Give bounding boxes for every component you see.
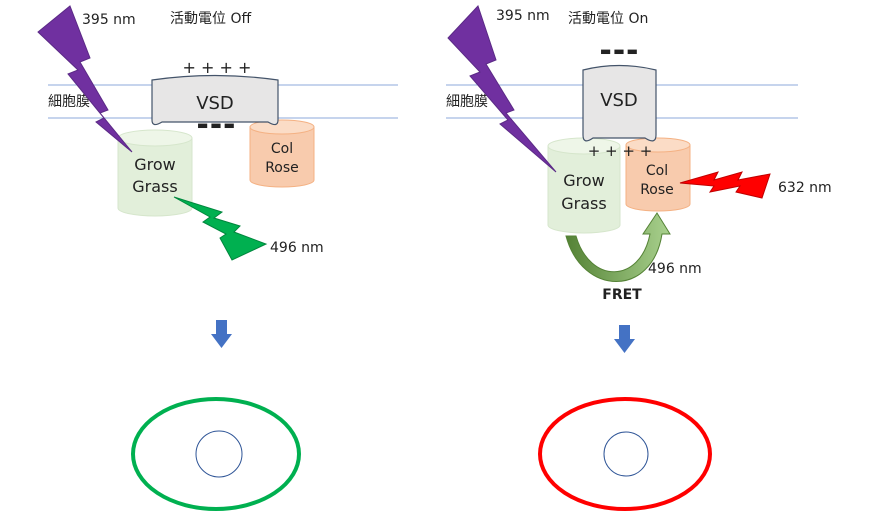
emission-bolt-icon (679, 171, 771, 199)
panel-title: 活動電位 Off (170, 11, 251, 27)
charge-bottom: + + + + (588, 142, 653, 160)
excitation-wavelength: 395 nm (496, 8, 550, 24)
fret-label: FRET (602, 287, 642, 303)
col-rose-cylinder: Col Rose (625, 137, 691, 212)
red-label-line2: Rose (265, 160, 299, 176)
red-label-line1: Col (271, 141, 293, 157)
cell-nucleus (195, 430, 243, 478)
charge-bottom: ▬▬▬ (197, 118, 237, 132)
cell-outline (538, 397, 712, 511)
cell-nucleus (603, 431, 649, 477)
red-label-line2: Rose (640, 182, 674, 198)
vsd-label: VSD (196, 93, 234, 114)
emission-wavelength: 632 nm (778, 180, 832, 196)
red-label-line1: Col (646, 163, 668, 179)
down-arrow-icon (614, 325, 635, 353)
membrane-label: 細胞膜 (48, 94, 90, 110)
vsd-domain: VSD (151, 74, 279, 126)
green-label-line1: Grow (563, 171, 605, 190)
charge-top: ▬▬▬ (600, 44, 640, 58)
panel-left: 細胞膜 活動電位 Off Grow Grass Col Rose VSD + +… (37, 5, 398, 511)
down-arrow-icon (211, 320, 232, 348)
excitation-bolt-icon (37, 5, 133, 153)
vsd-label: VSD (600, 90, 638, 111)
green-label-line2: Grass (132, 177, 177, 196)
membrane-label: 細胞膜 (446, 94, 488, 110)
fret-transfer-arrow-icon (565, 212, 671, 282)
green-label-line1: Grow (134, 155, 176, 174)
grow-grass-cylinder: Grow Grass (547, 137, 621, 234)
green-label-line2: Grass (561, 194, 606, 213)
panel-right: 細胞膜 活動電位 On ▬▬▬ Grow Grass Col Rose VSD … (446, 5, 832, 511)
emission-wavelength: 496 nm (270, 240, 324, 256)
transfer-wavelength: 496 nm (648, 261, 702, 277)
excitation-wavelength: 395 nm (82, 12, 136, 28)
emission-bolt-icon (173, 196, 268, 261)
col-rose-cylinder: Col Rose (249, 119, 315, 188)
cell-outline (131, 397, 301, 511)
charge-top: + + + + (183, 58, 252, 77)
panel-title: 活動電位 On (568, 11, 648, 27)
vsd-domain: VSD (582, 64, 657, 142)
grow-grass-cylinder: Grow Grass (117, 129, 193, 217)
excitation-bolt-icon (447, 5, 557, 173)
